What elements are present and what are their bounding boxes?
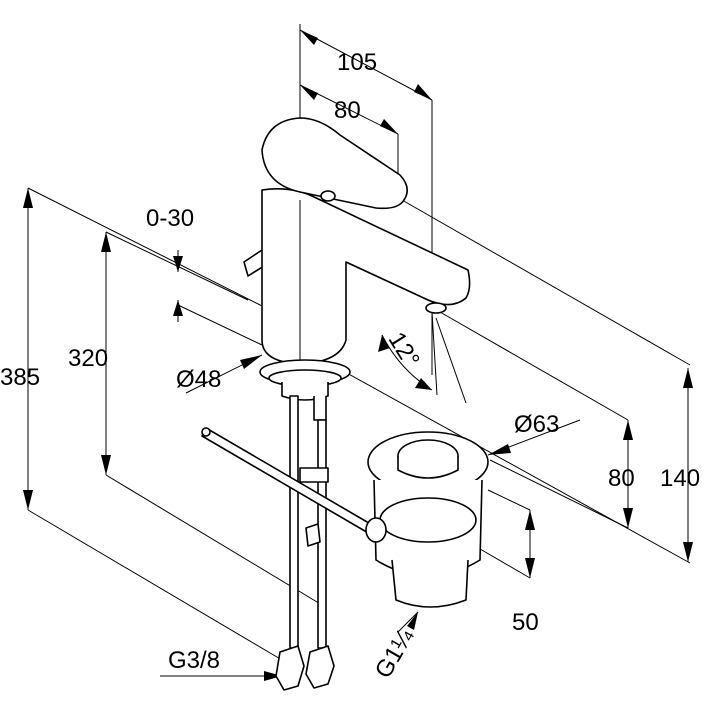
- dim-50: 50: [512, 609, 539, 636]
- faucet: [201, 117, 471, 691]
- dim-140: 140: [660, 465, 700, 492]
- dim-105: 105: [337, 49, 377, 76]
- dim-d48: Ø48: [176, 366, 221, 393]
- dim-385: 385: [0, 364, 40, 391]
- dim-0-30: 0-30: [146, 205, 194, 232]
- drain-waste: [365, 431, 489, 608]
- dim-d63: Ø63: [514, 411, 559, 438]
- arrowheads: [23, 30, 693, 681]
- dim-80-top: 80: [334, 97, 361, 124]
- dim-80-right: 80: [608, 465, 635, 492]
- dim-g3-8: G3/8: [168, 647, 220, 674]
- dim-320: 320: [68, 345, 108, 372]
- dim-g1-1-4: G1¼: [370, 624, 420, 683]
- dim-12-deg: 12°: [383, 327, 425, 372]
